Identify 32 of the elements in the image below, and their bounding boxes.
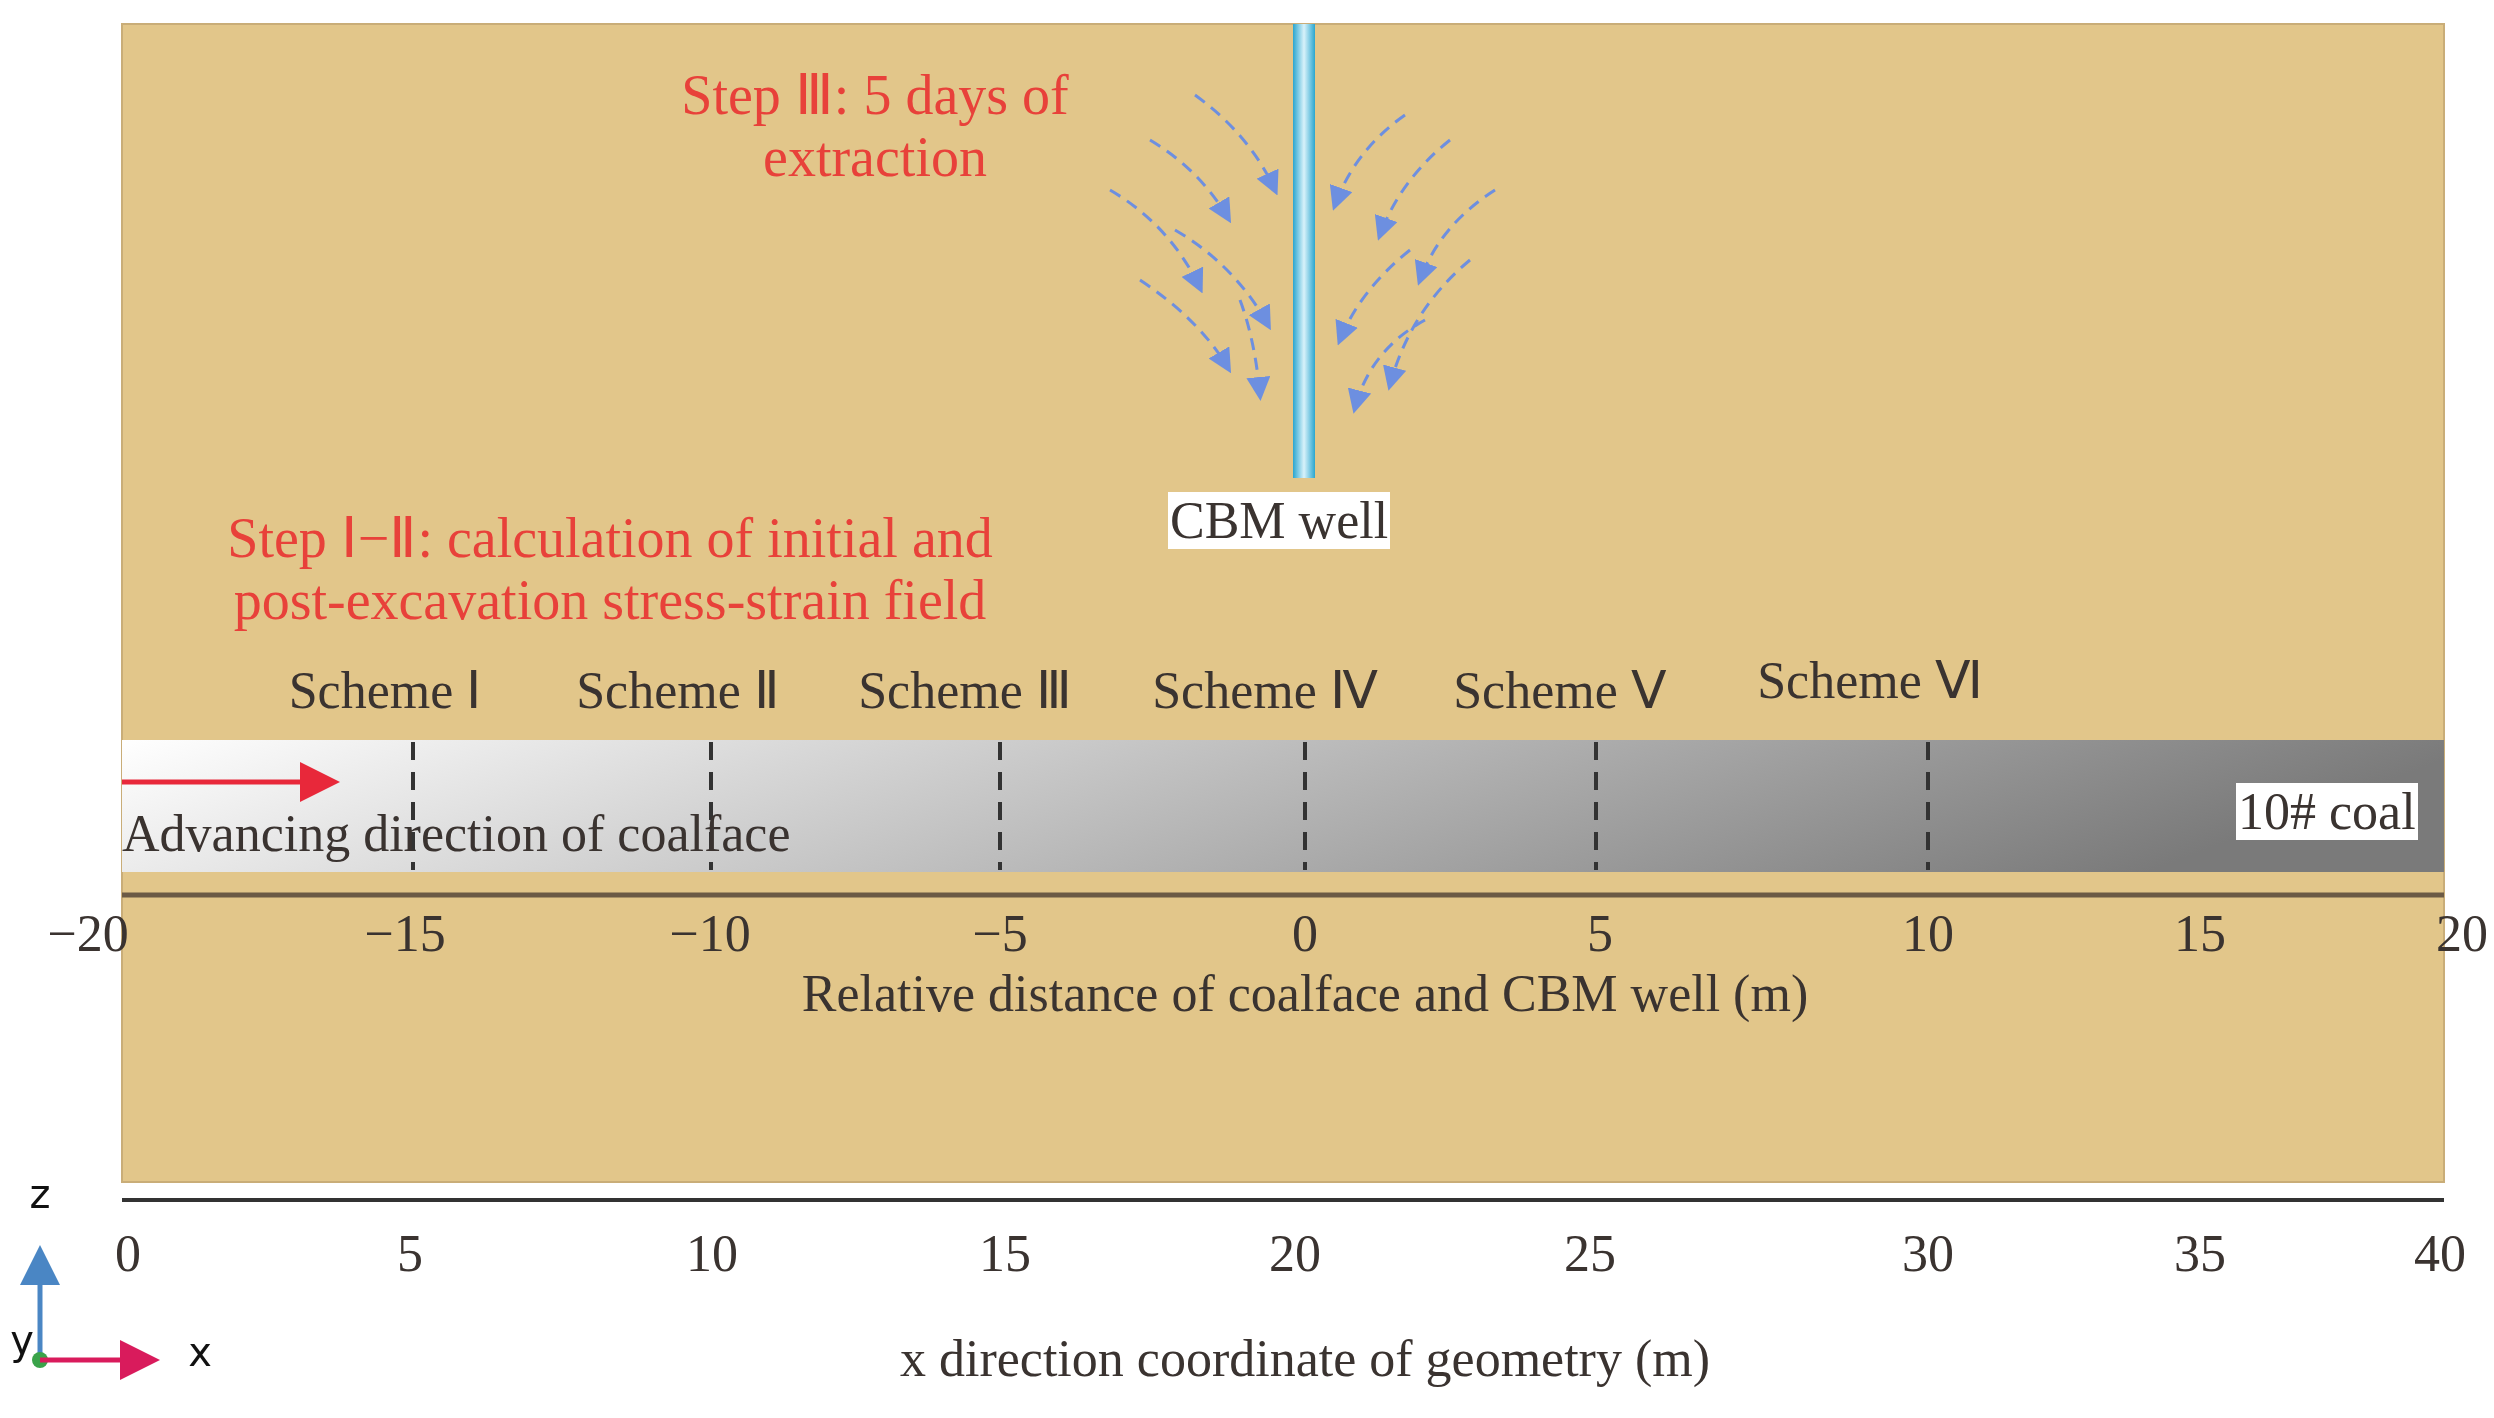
seam-label: 10# coal — [2236, 783, 2418, 841]
tick-label: 0 — [115, 1225, 141, 1283]
tick-label: 0 — [1292, 905, 1318, 963]
axis-letter: z — [29, 1172, 51, 1216]
tick-label: 15 — [979, 1225, 1031, 1283]
scheme-label: Scheme Ⅴ — [1453, 662, 1667, 720]
tick-label: 10 — [686, 1225, 738, 1283]
axis-letter: x — [188, 1330, 212, 1374]
tick-label: 10 — [1902, 905, 1954, 963]
step-annotation: Step Ⅰ−Ⅱ: calculation of initial and post-excavation stress-strain field — [226, 508, 994, 632]
axis-title: x direction coordinate of geometry (m) — [900, 1330, 1710, 1388]
scheme-label: Scheme Ⅵ — [1757, 652, 1983, 710]
tick-label: 40 — [2414, 1225, 2466, 1283]
axis-letter: y — [10, 1318, 34, 1362]
tick-label: −5 — [972, 905, 1028, 963]
tick-label: 5 — [397, 1225, 423, 1283]
tick-label: 5 — [1587, 905, 1613, 963]
step-annotation: Step Ⅲ: 5 days of extraction — [680, 65, 1070, 189]
scheme-label: Scheme Ⅱ — [576, 662, 780, 720]
tick-label: 35 — [2174, 1225, 2226, 1283]
scheme-label: Scheme Ⅳ — [1152, 662, 1378, 720]
tick-label: 20 — [1269, 1225, 1321, 1283]
scheme-label: Scheme Ⅰ — [288, 662, 482, 720]
tick-label: −15 — [364, 905, 446, 963]
tick-label: 25 — [1564, 1225, 1616, 1283]
well-label: CBM well — [1168, 492, 1391, 550]
scheme-label: Scheme Ⅲ — [858, 662, 1072, 720]
tick-label: −10 — [669, 905, 751, 963]
tick-label: 15 — [2174, 905, 2226, 963]
coalface-direction-label: Advancing direction of coalface — [122, 805, 791, 863]
tick-label: 30 — [1902, 1225, 1954, 1283]
axis-title: Relative distance of coalface and CBM well (m) — [801, 965, 1809, 1023]
